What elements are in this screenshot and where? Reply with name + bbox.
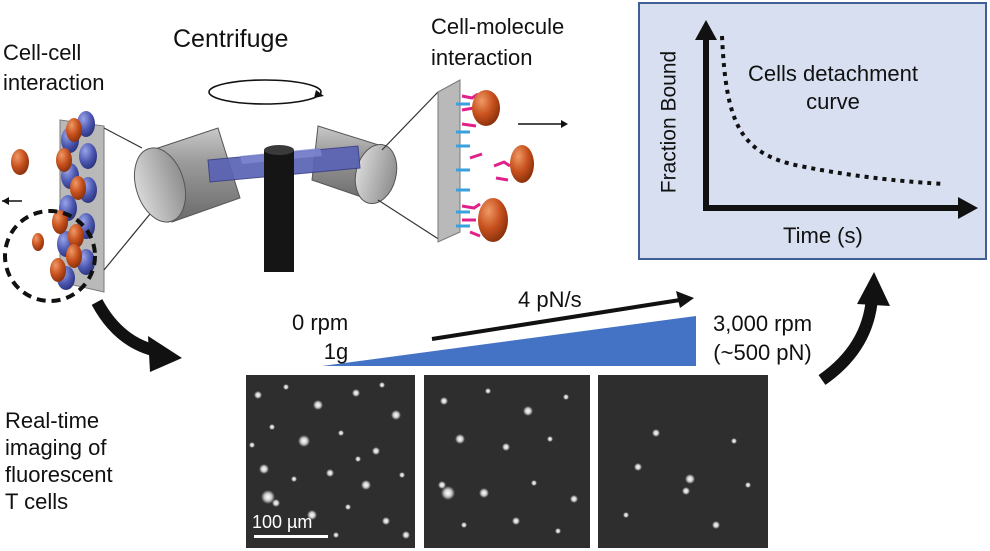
detached-cell-2 [32,233,44,251]
force-rate-arrow [431,298,681,341]
centrifuge-shaft [264,150,294,272]
cell-molecule-panel [437,79,568,243]
force-ramp [322,291,696,366]
x-axis-label: Time (s) [783,223,863,248]
graph-axes [695,20,978,219]
curved-arrow-right [818,297,878,385]
rpm-start-label: 0 rpm 1g [292,310,349,364]
force-rate-label: 4 pN/s [518,287,582,312]
rotation-indicator [208,79,322,105]
ligand-arrows [456,102,470,228]
substrate-plate-right [437,79,461,243]
curve-label: Cells detachment curve [748,61,918,114]
orange-cells-bound [50,118,86,282]
micrograph-start-cells [249,382,410,539]
bound-cell-1 [472,90,500,126]
rpm-end-label: 3,000 rpm (~500 pN) [713,311,813,365]
cell-molecule-label: Cell-molecule interaction [431,14,565,70]
force-ramp-triangle [322,316,696,366]
micrograph-start: 100 µm [246,375,415,548]
micrograph-end [598,375,768,548]
detached-cell-1 [11,149,29,175]
zoom-circle [3,209,97,303]
micrograph-middle-cells [438,388,578,534]
micrograph-end-cells [623,429,751,529]
receptors [461,92,511,238]
cell-cell-panel [2,111,151,303]
centrifuge [134,79,441,272]
detachment-graph: Fraction Bound Time (s) Cells detachment… [638,2,987,260]
detachment-curve [720,35,945,186]
scale-bar [254,535,328,538]
y-axis-label: Fraction Bound [657,50,681,194]
micrograph-middle [424,375,590,548]
scale-bar-label: 100 µm [252,512,313,532]
cell-cell-label: Cell-cell interaction [3,40,105,95]
centrifuge-label: Centrifuge [173,25,289,53]
imaging-label: Real-time imaging of fluorescent T cells [5,408,113,514]
detached-cell-3 [510,145,534,183]
bound-cell-2 [478,198,508,242]
